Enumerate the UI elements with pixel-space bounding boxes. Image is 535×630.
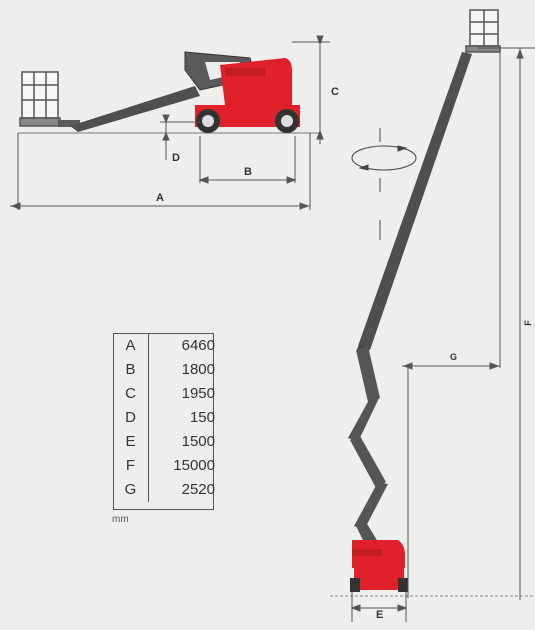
spec-value: 1950 (181, 385, 215, 402)
label-a: A (156, 192, 164, 204)
dimension-c (292, 35, 330, 144)
label-g: G (450, 352, 458, 362)
platform-basket-extended (465, 9, 501, 53)
label-e: E (376, 609, 384, 621)
spec-row: D 150 (113, 406, 219, 430)
chassis-extended (354, 568, 404, 590)
lower-boom-3 (350, 436, 386, 488)
stowed-machine (18, 51, 320, 134)
wheel-hub-rear (281, 115, 293, 127)
spec-value: 6460 (181, 337, 215, 354)
dimension-b (198, 136, 297, 184)
spec-row: F 15000 (113, 454, 219, 478)
turret-stripe-extended (352, 549, 382, 556)
wheel-hub-front (202, 115, 214, 127)
dimension-g (402, 362, 500, 598)
boom-stowed (70, 86, 200, 132)
spec-key: G (113, 478, 149, 502)
label-c: C (331, 86, 339, 98)
spec-table: A 6460 B 1800 C 1950 D 150 E 1500 F 1500… (113, 334, 219, 502)
lower-boom-4 (354, 482, 388, 530)
wheel-left (350, 578, 360, 592)
jib-stowed (58, 120, 80, 127)
spec-row: G 2520 (113, 478, 219, 502)
spec-key: B (113, 358, 149, 382)
unit-label: mm (112, 514, 129, 525)
wheel-right (398, 578, 408, 592)
dimension-d (160, 114, 200, 160)
spec-key: F (113, 454, 149, 478)
dimension-a (10, 133, 311, 210)
spec-key: A (113, 334, 149, 358)
spec-value: 2520 (181, 481, 215, 498)
spec-key: C (113, 382, 149, 406)
spec-row: B 1800 (113, 358, 219, 382)
label-f: F (522, 320, 533, 326)
spec-row: C 1950 (113, 382, 219, 406)
turret-stripe (225, 68, 265, 76)
platform-basket-stowed (19, 71, 61, 127)
lower-boom-2 (348, 396, 380, 442)
spec-value: 1500 (181, 433, 215, 450)
spec-row: E 1500 (113, 430, 219, 454)
spec-key: D (113, 406, 149, 430)
chassis-stowed (195, 105, 300, 127)
upper-boom (358, 52, 472, 350)
spec-value: 1800 (181, 361, 215, 378)
spec-value: 150 (189, 409, 215, 426)
spec-value: 15000 (173, 457, 215, 474)
dimension-e (350, 592, 408, 622)
rotation-symbol (351, 128, 417, 240)
label-b: B (244, 166, 252, 178)
spec-row: A 6460 (113, 334, 219, 358)
turret-stowed (220, 58, 292, 105)
label-d: D (172, 152, 180, 164)
extended-machine (330, 9, 535, 597)
dimension-f (478, 47, 535, 600)
spec-key: E (113, 430, 149, 454)
lower-boom-1 (356, 346, 380, 402)
